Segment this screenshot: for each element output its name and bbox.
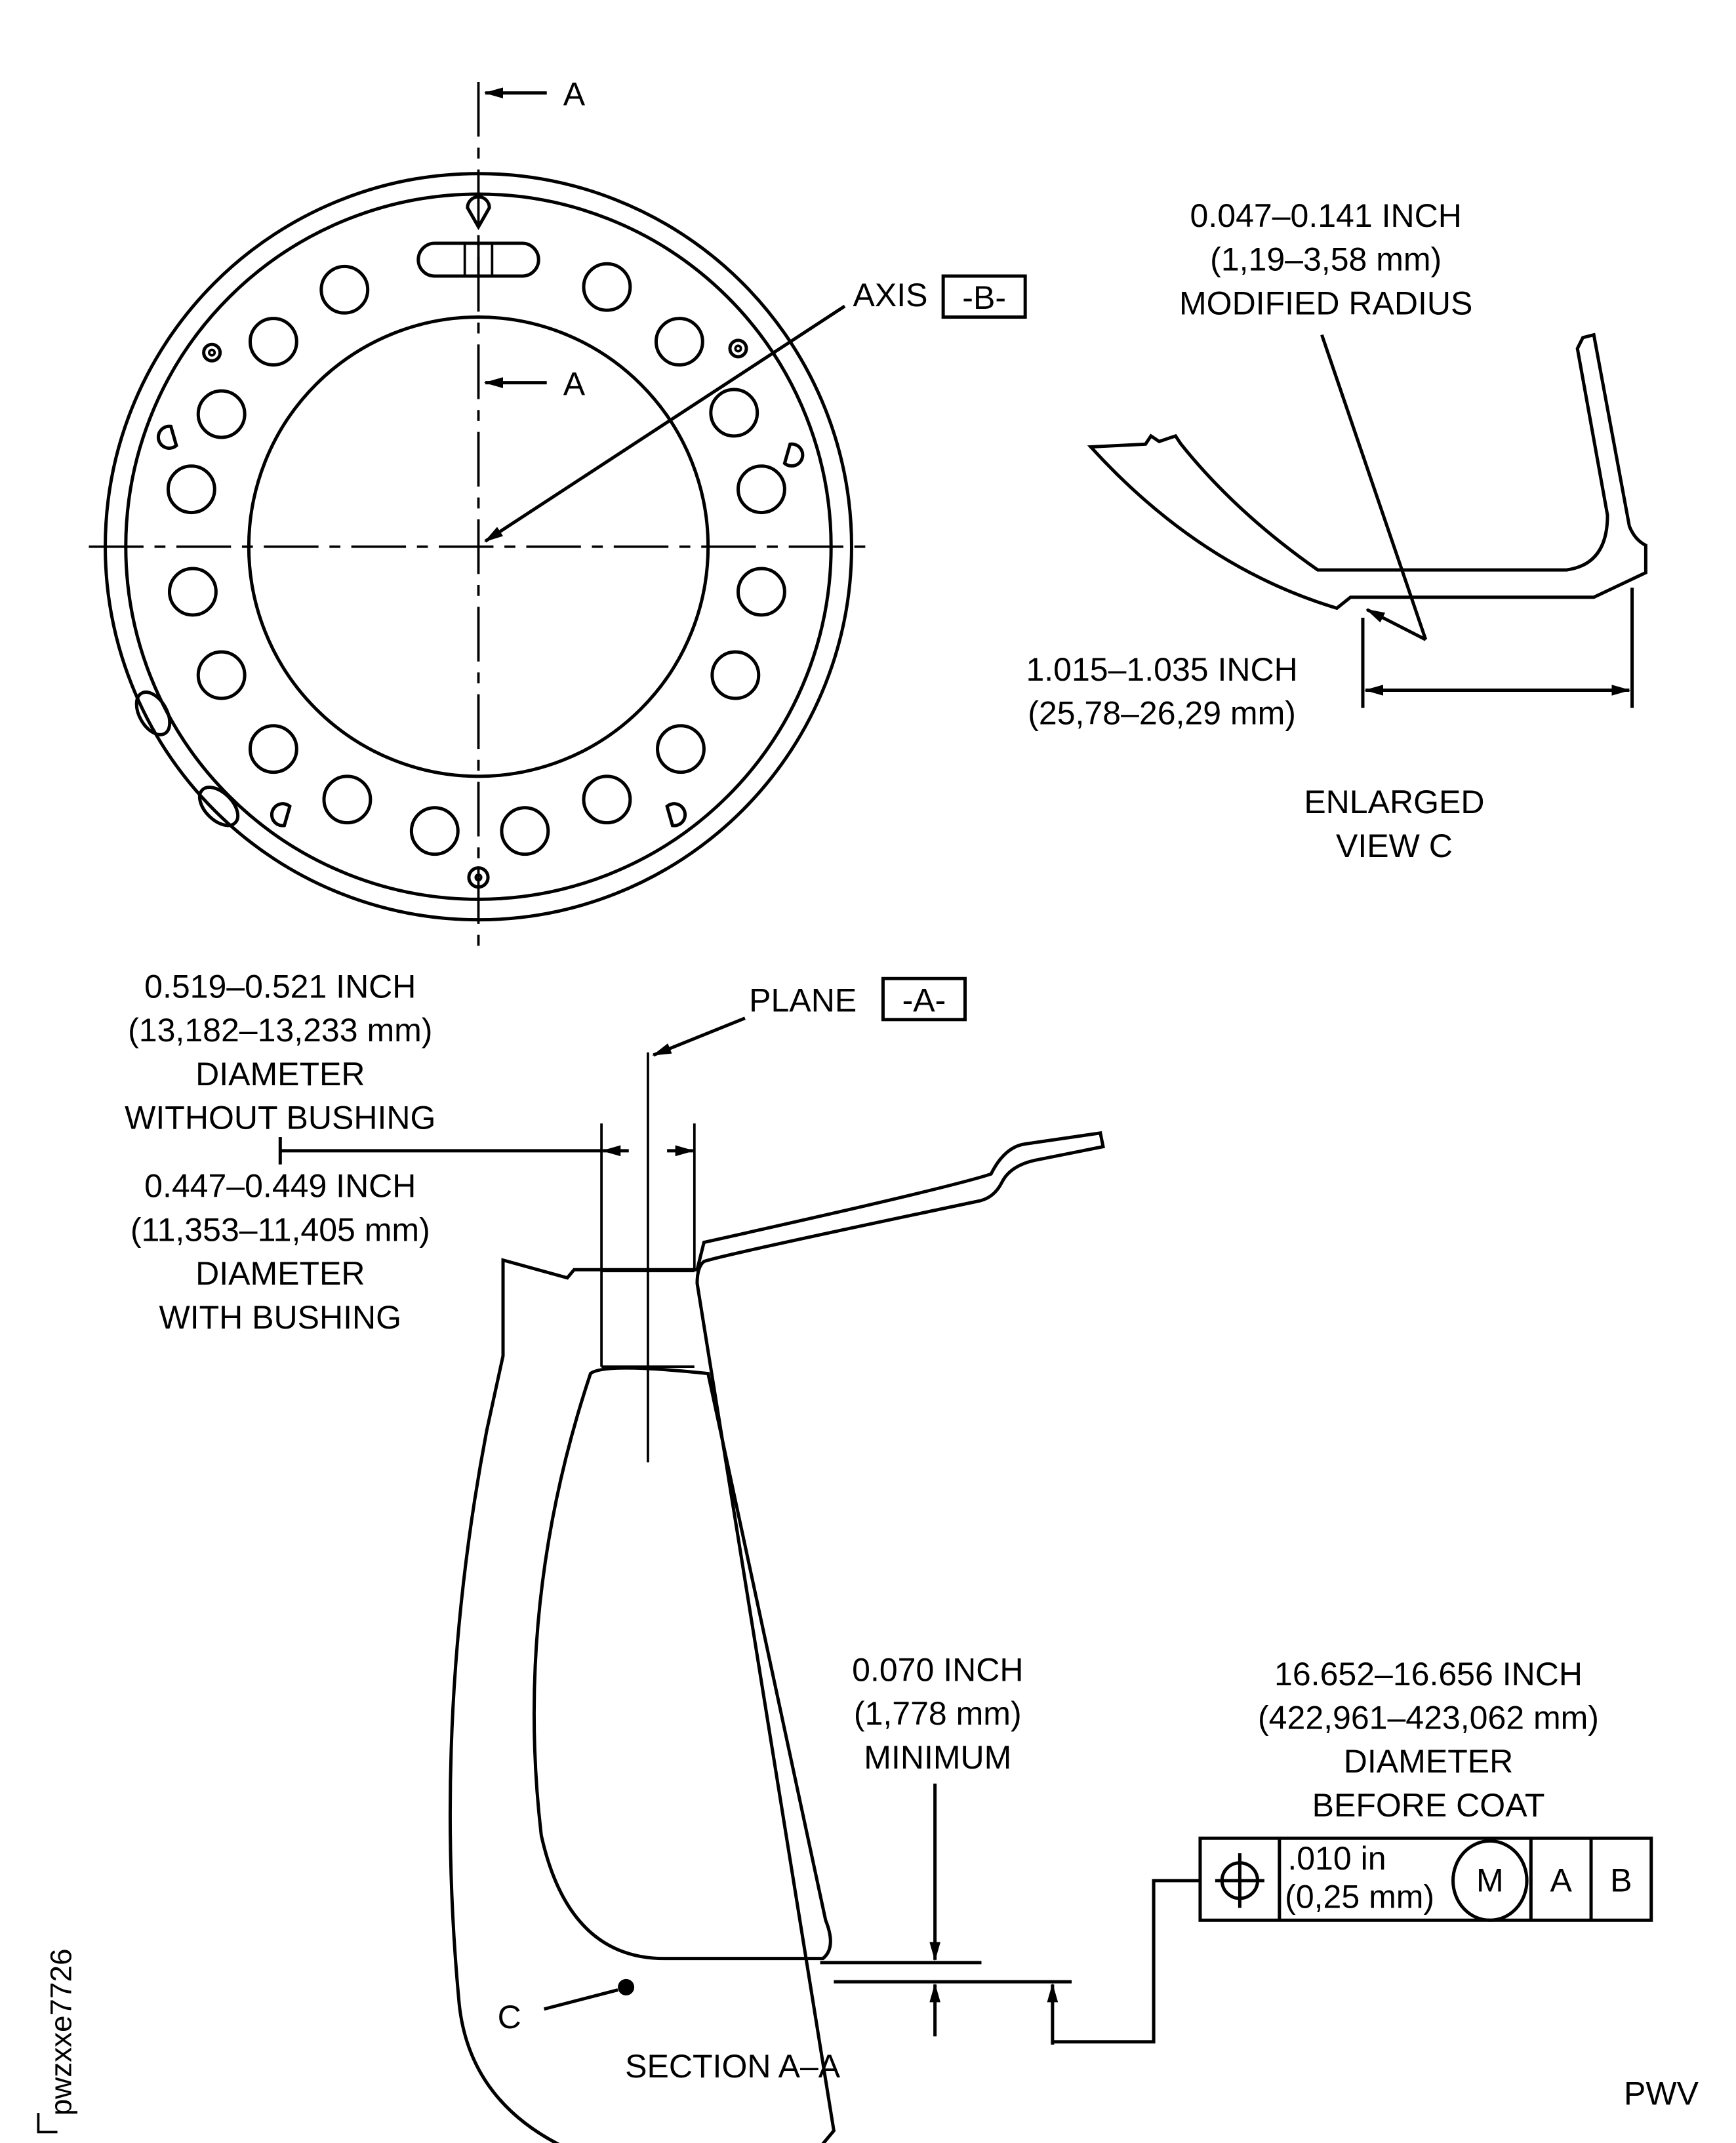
bolt-hole — [196, 389, 247, 439]
top-slot — [416, 195, 540, 278]
section-label-mid: A — [563, 365, 586, 402]
radius-dim-note: MODIFIED RADIUS — [1179, 285, 1472, 321]
bolt-hole — [500, 806, 550, 856]
min-dim-note: MINIMUM — [864, 1739, 1011, 1776]
axis-label: AXIS — [853, 277, 928, 313]
dia-without-label: DIAMETER — [195, 1056, 365, 1092]
tolerance-value: .010 in — [1287, 1840, 1386, 1877]
tolerance-value-mm: (0,25 mm) — [1285, 1879, 1434, 1915]
plane-label: PLANE — [749, 982, 857, 1018]
bolt-hole — [166, 464, 216, 515]
bolt-hole — [737, 567, 786, 617]
axis-datum: -B- — [962, 279, 1006, 316]
bolt-hole — [656, 724, 706, 774]
bolt-hole — [167, 567, 218, 617]
dia-with-note: WITH BUSHING — [159, 1299, 402, 1336]
dia-without-text: 0.519–0.521 INCH — [144, 968, 416, 1005]
section-a-a: 0.519–0.521 INCH (13,182–13,233 mm) DIAM… — [125, 968, 1653, 2143]
mmc-modifier: M — [1476, 1862, 1504, 1899]
bolt-hole — [582, 774, 632, 825]
od-dim-text: 16.652–16.656 INCH — [1274, 1656, 1583, 1692]
length-dim-mm: (25,78–26,29 mm) — [1028, 695, 1296, 732]
dia-without-mm: (13,182–13,233 mm) — [128, 1012, 432, 1049]
figure-id: pwzxxe7726 — [43, 1948, 77, 2115]
datum-b: B — [1610, 1862, 1632, 1899]
dia-with-label: DIAMETER — [195, 1255, 365, 1292]
length-dim-text: 1.015–1.035 INCH — [1026, 651, 1297, 688]
dia-without-note: WITHOUT BUSHING — [125, 1100, 435, 1136]
bolt-hole — [654, 317, 704, 367]
section-label-top: A — [563, 75, 586, 112]
bolt-hole — [322, 774, 373, 825]
dia-with-mm: (11,353–11,405 mm) — [131, 1211, 430, 1248]
bolt-hole — [248, 317, 298, 367]
od-dim-label: DIAMETER — [1344, 1743, 1513, 1780]
bolt-hole — [196, 650, 247, 700]
feature-control-frame: .010 in (0,25 mm) M A B — [1198, 1836, 1653, 1922]
plan-view: A A AXIS -B- — [89, 75, 1027, 957]
min-dim-mm: (1,778 mm) — [854, 1695, 1022, 1732]
view-title: ENLARGED — [1304, 784, 1484, 820]
datum-a: A — [1550, 1862, 1572, 1899]
bolt-hole — [737, 464, 786, 515]
footer-code: PWV — [1624, 2075, 1699, 2112]
plane-datum: -A- — [902, 982, 946, 1018]
bolt-hole — [409, 806, 460, 856]
bolt-hole — [582, 262, 632, 312]
bolt-hole — [709, 388, 759, 438]
view-title-2: VIEW C — [1336, 828, 1453, 864]
radius-dim-mm: (1,19–3,58 mm) — [1210, 241, 1442, 278]
position-icon — [1215, 1853, 1264, 1908]
od-dim-mm: (422,961–423,062 mm) — [1258, 1699, 1599, 1736]
enlarged-view-c: 0.047–0.141 INCH (1,19–3,58 mm) MODIFIED… — [1026, 197, 1647, 864]
section-title: SECTION A–A — [625, 2048, 841, 2085]
detail-c-label: C — [498, 1999, 521, 2035]
radius-dim-text: 0.047–0.141 INCH — [1190, 197, 1462, 234]
od-dim-note: BEFORE COAT — [1312, 1787, 1545, 1824]
dia-with-text: 0.447–0.449 INCH — [144, 1168, 416, 1205]
bolt-hole — [248, 724, 298, 774]
detail-c-marker — [618, 1978, 635, 1995]
min-dim-text: 0.070 INCH — [852, 1652, 1023, 1689]
bolt-hole — [319, 264, 370, 315]
bolt-holes — [166, 262, 786, 856]
bolt-hole — [710, 650, 761, 700]
